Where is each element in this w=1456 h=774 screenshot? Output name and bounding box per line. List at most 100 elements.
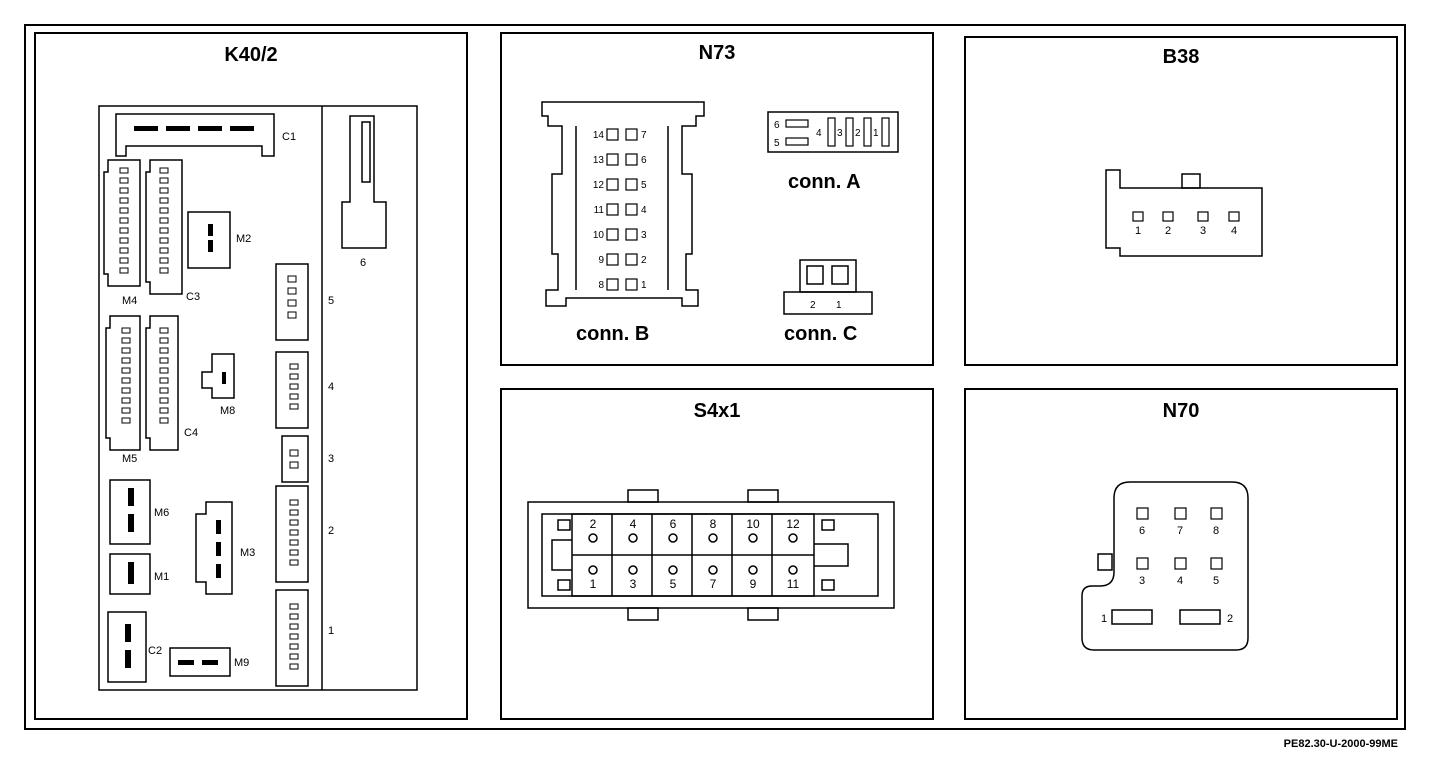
slot-connector-6 (341, 115, 387, 249)
label-m2: M2 (236, 233, 251, 245)
relay-m1 (109, 553, 151, 595)
s4x1-pin-3: 3 (630, 577, 637, 591)
conn-c-pin-1: 1 (836, 300, 842, 311)
panel-k40-2: K40/2 (34, 32, 468, 720)
conn-b-label: conn. B (576, 323, 649, 345)
b38-pin-1: 1 (1135, 225, 1141, 237)
slot-connector-4 (275, 351, 309, 429)
s4x1-pin-10: 10 (746, 517, 760, 531)
conn-b-pin-5: 5 (641, 180, 647, 191)
conn-b-pin-12: 12 (593, 180, 605, 191)
label-m5: M5 (122, 453, 137, 465)
s4x1-pin-12: 12 (786, 517, 800, 531)
slot-label-1: 1 (328, 625, 334, 637)
label-m4: M4 (122, 295, 137, 307)
label-m3: M3 (240, 547, 255, 559)
conn-b-pin-2: 2 (641, 255, 647, 266)
slot-label-4: 4 (328, 381, 334, 393)
connector-c2 (107, 611, 147, 683)
slot-connector-2 (275, 485, 309, 583)
n70-connector-outline (1081, 481, 1249, 651)
conn-b-outline (541, 101, 705, 307)
slot-connector-3 (281, 435, 309, 483)
n70-connector-drawing: 6 7 8 3 4 5 1 2 (1081, 481, 1249, 651)
panel-s4x1: S4x1 2 4 6 8 10 12 1 (500, 388, 934, 720)
n70-pin-7: 7 (1177, 525, 1183, 537)
conn-a-pin-2: 2 (855, 128, 861, 139)
b38-connector-outline (1105, 169, 1263, 257)
label-c3: C3 (186, 291, 200, 303)
n70-pin-1: 1 (1101, 613, 1107, 625)
slot-label-3: 3 (328, 453, 334, 465)
panel-title-n73: N73 (698, 42, 736, 64)
panel-n70: N70 6 7 8 3 4 5 1 2 (964, 388, 1398, 720)
conn-a-label: conn. A (788, 171, 861, 193)
b38-pin-2: 2 (1165, 225, 1171, 237)
slot-label-2: 2 (328, 525, 334, 537)
fusebox-outline (98, 105, 418, 691)
slot-connector-5 (275, 263, 309, 341)
conn-b-pin-7: 7 (641, 130, 647, 141)
conn-b-pin-4: 4 (641, 205, 647, 216)
s4x1-pin-4: 4 (630, 517, 637, 531)
s4x1-pin-8: 8 (710, 517, 717, 531)
n70-pin-8: 8 (1213, 525, 1219, 537)
connector-c3 (145, 159, 183, 295)
s4x1-pin-5: 5 (670, 577, 677, 591)
panel-title-s4x1: S4x1 (693, 400, 741, 422)
b38-pin-4: 4 (1231, 225, 1237, 237)
slot-connector-1 (275, 589, 309, 687)
panel-b38: B38 1 2 3 4 (964, 36, 1398, 366)
relay-m8 (201, 353, 235, 399)
conn-b-pin-10: 10 (593, 230, 605, 241)
label-m8: M8 (220, 405, 235, 417)
b38-pin-3: 3 (1200, 225, 1206, 237)
s4x1-pin-6: 6 (670, 517, 677, 531)
relay-m3 (195, 501, 233, 595)
relay-m2 (187, 211, 231, 269)
connector-c1 (115, 113, 275, 157)
conn-c-pin-2: 2 (810, 300, 816, 311)
conn-a-pin-3: 3 (837, 128, 843, 139)
panel-n73: N73 14 13 12 11 10 9 (500, 32, 934, 366)
k40-2-fusebox-drawing: C1 M2 M4 C3 M8 C4 M5 M6 M3 M1 C2 M9 5 4 … (98, 105, 418, 691)
relay-m9 (169, 647, 231, 677)
label-m6: M6 (154, 507, 169, 519)
conn-b-pin-3: 3 (641, 230, 647, 241)
s4x1-outer-housing (527, 501, 895, 609)
panel-title-k40-2: K40/2 (224, 44, 278, 66)
label-m9: M9 (234, 657, 249, 669)
label-c1: C1 (282, 131, 296, 143)
relay-m4 (103, 159, 141, 287)
n70-pin-2: 2 (1227, 613, 1233, 625)
conn-c-label: conn. C (784, 323, 857, 345)
b38-connector-drawing: 1 2 3 4 (1105, 169, 1263, 257)
s4x1-pin-9: 9 (750, 577, 757, 591)
relay-m5 (105, 315, 141, 451)
panel-title-b38: B38 (1162, 46, 1200, 68)
relay-m6 (109, 479, 151, 545)
s4x1-pin-1: 1 (590, 577, 597, 591)
conn-b-pin-11: 11 (594, 205, 605, 216)
s4x1-switch-drawing: 2 4 6 8 10 12 1 3 5 7 9 11 (527, 489, 895, 621)
conn-a-outline (767, 111, 899, 153)
label-c2: C2 (148, 645, 162, 657)
label-c4: C4 (184, 427, 198, 439)
conn-b-pin-13: 13 (593, 155, 605, 166)
n70-pin-6: 6 (1139, 525, 1145, 537)
slot-label-6: 6 (360, 257, 366, 269)
s4x1-pin-7: 7 (710, 577, 717, 591)
n70-pin-5: 5 (1213, 575, 1219, 587)
conn-a-pin-4: 4 (816, 128, 822, 139)
conn-b-pin-1: 1 (641, 280, 647, 291)
label-m1: M1 (154, 571, 169, 583)
conn-b-pin-6: 6 (641, 155, 647, 166)
connector-c4 (145, 315, 179, 451)
conn-c-outline (783, 291, 873, 315)
n73-drawing: 14 13 12 11 10 9 8 7 6 5 4 3 2 1 6 5 4 3… (541, 101, 899, 345)
figure-code: PE82.30-U-2000-99ME (1283, 738, 1398, 750)
conn-b-pin-8: 8 (598, 280, 604, 291)
n70-pin-3: 3 (1139, 575, 1145, 587)
conn-a-pin-5: 5 (774, 138, 780, 149)
panel-title-n70: N70 (1162, 400, 1200, 422)
